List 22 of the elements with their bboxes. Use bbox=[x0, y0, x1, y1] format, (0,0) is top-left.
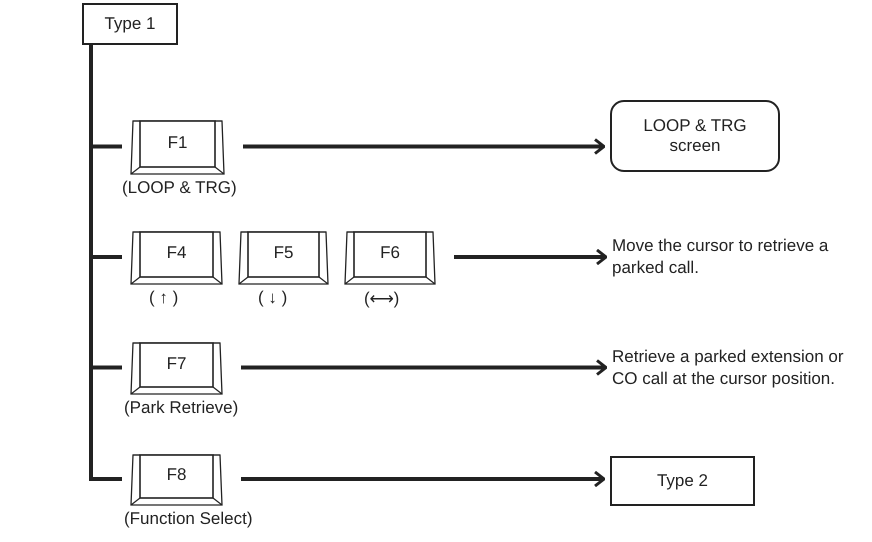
key-caption: ( ↑ ) bbox=[149, 288, 178, 308]
key-caption: (⟷) bbox=[364, 288, 400, 309]
description-text: Retrieve a parked extension or CO call at the cursor position. bbox=[612, 324, 870, 412]
arrow bbox=[241, 470, 606, 488]
screen-box: LOOP & TRG screen bbox=[610, 100, 780, 172]
function-key: F5 bbox=[238, 229, 329, 285]
key-caption: (Park Retrieve) bbox=[124, 398, 238, 418]
function-key: F4 bbox=[130, 229, 223, 285]
function-key: F7 bbox=[130, 340, 223, 395]
arrow bbox=[241, 359, 608, 376]
connector-line bbox=[89, 45, 122, 481]
arrow bbox=[243, 138, 606, 155]
arrow bbox=[454, 248, 608, 266]
function-key: F6 bbox=[344, 229, 436, 285]
key-caption: ( ↓ ) bbox=[258, 288, 288, 308]
key-caption: (LOOP & TRG) bbox=[122, 178, 237, 198]
description-text: Move the cursor to retrieve a parked call. bbox=[612, 228, 870, 286]
function-key: F8 bbox=[130, 452, 223, 506]
key-caption: (Function Select) bbox=[124, 509, 252, 529]
process-box: Type 2 bbox=[610, 456, 755, 506]
process-box: Type 1 bbox=[82, 3, 178, 45]
function-key: F1 bbox=[130, 118, 225, 175]
